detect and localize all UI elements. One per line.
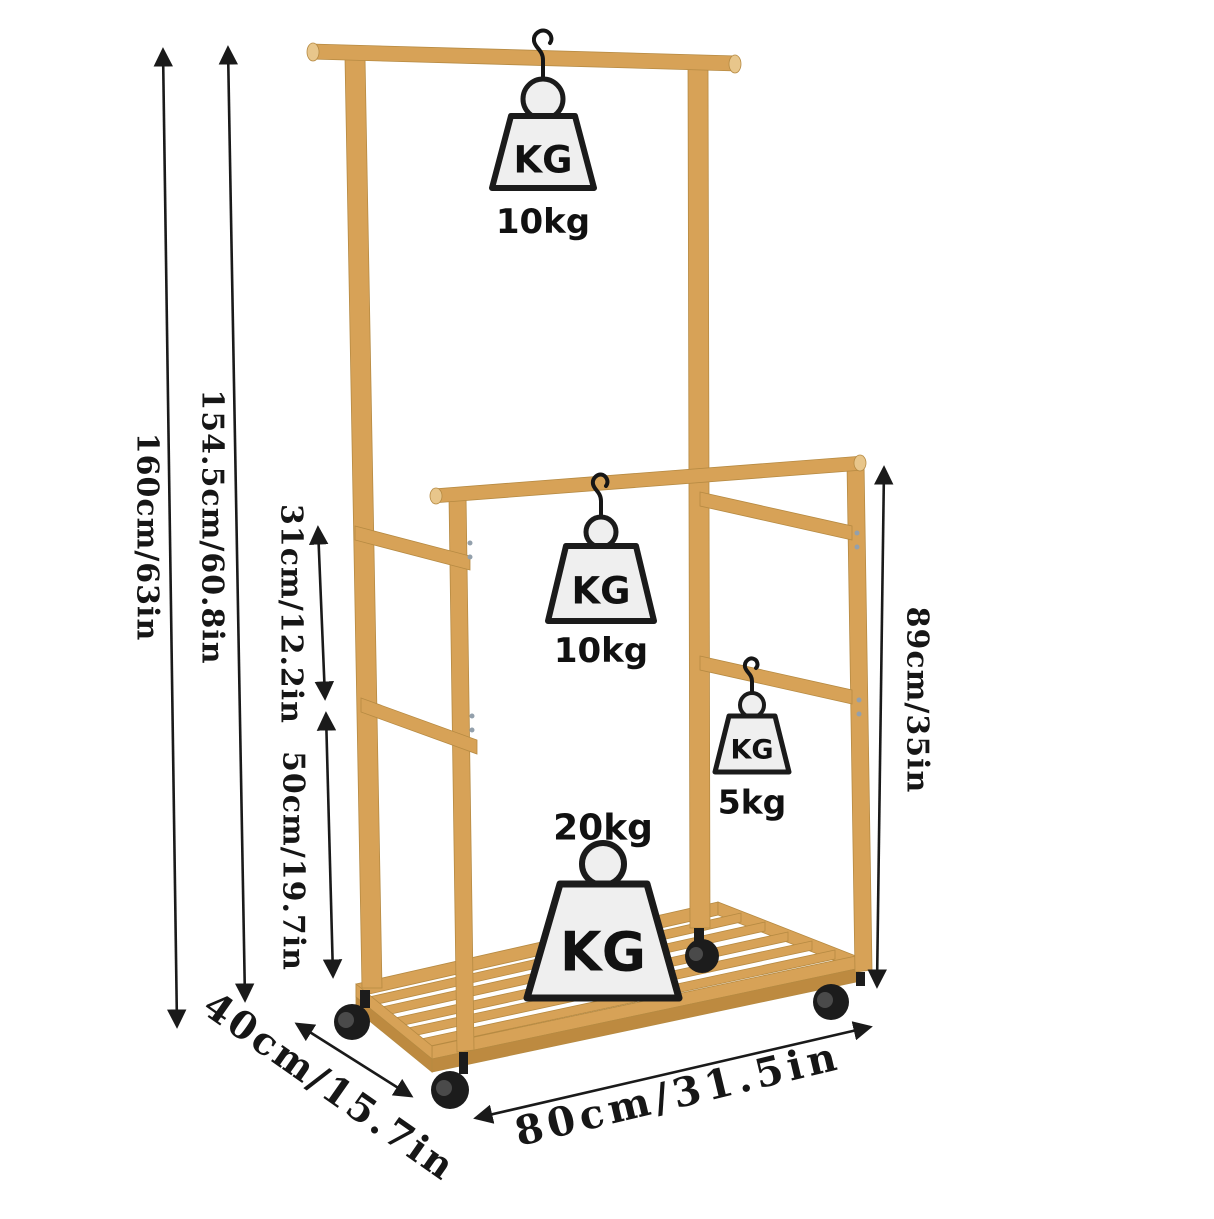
bar-end-cap <box>853 454 867 472</box>
weight-body <box>489 113 597 191</box>
hanger-hook-icon <box>531 28 554 82</box>
weight-icon-side-rail: KG 5kg <box>712 656 792 822</box>
weight-icon-top-bar: KG 10kg <box>489 28 597 242</box>
caster-stem <box>694 928 704 942</box>
label-lower-gap: 50cm/19.7in <box>276 751 311 971</box>
caster-hub <box>817 992 833 1008</box>
bar-end-cap <box>728 54 742 74</box>
bar-end-cap <box>306 42 320 62</box>
kg-badge: KG <box>730 735 773 766</box>
capacity-top-bar: 10kg <box>496 202 590 242</box>
weight-body <box>712 713 792 775</box>
caster-hub <box>436 1080 452 1096</box>
weight-knob <box>738 691 766 719</box>
left-rung-lower <box>360 697 478 755</box>
kg-badge: KG <box>513 139 572 182</box>
caster-hub <box>689 947 703 961</box>
weight-body <box>523 880 683 1002</box>
right-rung-lower <box>699 655 853 705</box>
label-lower-rack-height: 89cm/35in <box>900 607 935 794</box>
kg-badge: KG <box>560 921 646 984</box>
middle-hanging-bar <box>432 455 864 504</box>
caster-stem <box>459 1052 468 1074</box>
right-rung-upper <box>699 491 853 541</box>
caster-stem <box>360 990 370 1008</box>
arrow-width <box>473 1021 873 1124</box>
label-total-height: 160cm/63in <box>130 433 165 642</box>
label-upper-gap: 31cm/12.2in <box>274 504 309 724</box>
dimension-labels: 160cm/63in 154.5cm/60.8in 31cm/12.2in 50… <box>130 389 935 1189</box>
kg-badge: KG <box>571 570 630 613</box>
capacity-middle-bar: 10kg <box>554 631 648 671</box>
capacity-side-rail: 5kg <box>718 783 787 822</box>
weight-icon-middle-bar: KG 10kg <box>545 472 657 671</box>
caster-stem <box>856 972 865 986</box>
weight-knob <box>579 840 627 888</box>
left-rung-upper <box>354 525 471 571</box>
weight-icon-bottom-shelf: 20kg KG <box>523 808 683 1002</box>
rack-frame <box>310 43 873 1053</box>
bar-end-caps <box>306 42 867 505</box>
back-left-pole <box>344 57 383 989</box>
dimension-arrows <box>153 45 894 1124</box>
hanger-hook-icon <box>590 472 610 520</box>
caster-hub <box>338 1012 354 1028</box>
arrow-lower-gap <box>316 711 343 979</box>
arrow-top-bar-height <box>218 45 255 1003</box>
screws <box>467 530 862 733</box>
bar-end-cap <box>429 487 443 505</box>
arrow-lower-rack-height <box>867 465 894 989</box>
arrow-total-height <box>153 47 187 1029</box>
top-hanging-bar <box>310 43 738 72</box>
arrow-upper-gap <box>308 525 335 701</box>
label-width: 80cm/31.5in <box>510 1032 845 1156</box>
arrow-depth <box>294 1022 414 1098</box>
label-top-bar-height: 154.5cm/60.8in <box>195 389 230 664</box>
hanger-hook-icon <box>742 656 760 696</box>
weight-body <box>545 543 657 624</box>
weight-knob <box>583 514 619 550</box>
